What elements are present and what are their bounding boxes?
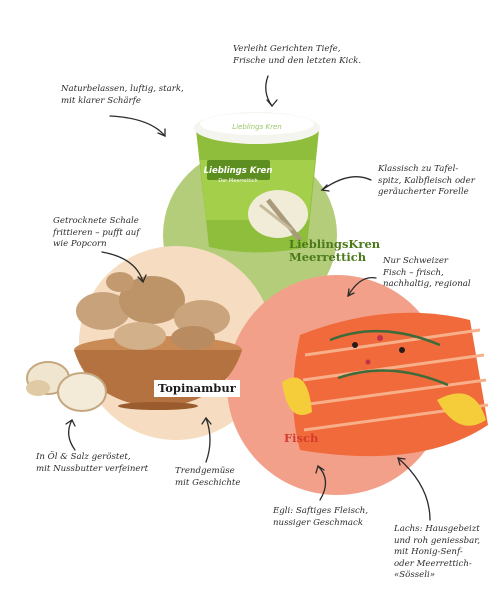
note-kren-left: Naturbelassen, luftig, stark, mit klarer… (61, 84, 184, 106)
arrow-icon (65, 75, 431, 521)
note-topi-bottom-left: In Öl & Salz geröstet, mit Nussbutter ve… (36, 452, 149, 474)
fish-plate (282, 312, 489, 457)
note-fisch-top: Nur Schweizer Fisch – frisch, nachhaltig… (383, 256, 471, 289)
note-fisch-bottom-right: Lachs: Hausgebeizt und roh geniessbar, m… (394, 524, 481, 580)
lid-text: Lieblings Kren (232, 123, 281, 131)
label-topinambur: Topinambur (154, 380, 240, 397)
label-fisch: Fisch (284, 431, 319, 445)
topinambur-slices (26, 361, 107, 412)
note-topi-bottom: Trendgemüse mit Geschichte (175, 466, 241, 488)
note-kren-right: Klassisch zu Tafel- spitz, Kalbfleisch o… (378, 164, 475, 197)
note-kren-top: Verleiht Gerichten Tiefe, Frische und de… (233, 44, 362, 66)
bucket-sub: Der Meerrettich (218, 178, 257, 184)
kren-bucket (194, 112, 320, 253)
label-kren: LieblingsKren Meerrettich (289, 237, 381, 264)
bucket-brand: Lieblings Kren (204, 166, 273, 176)
note-topi-top: Getrocknete Schale frittieren – pufft au… (53, 216, 140, 249)
note-fisch-bottom: Egli: Saftiges Fleisch, nussiger Geschma… (273, 506, 369, 528)
